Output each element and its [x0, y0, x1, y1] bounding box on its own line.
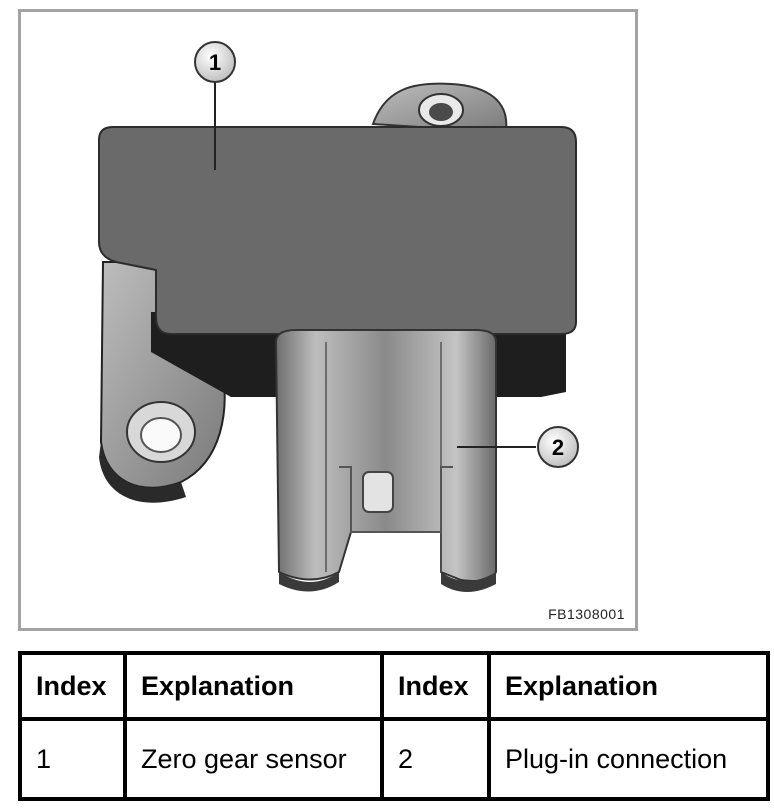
legend-table: Index Explanation Index Explanation 1 Ze… [18, 651, 770, 801]
figure-id: FB1308001 [548, 606, 625, 622]
plug-connector [274, 329, 497, 582]
table-row: 1 Zero gear sensor 2 Plug-in connection [18, 717, 770, 801]
callout-2: 2 [537, 426, 579, 468]
legend-header-row: Index Explanation Index Explanation [18, 651, 770, 721]
callout-1-number: 1 [209, 50, 221, 75]
sensor-housing [98, 126, 577, 335]
header-explanation: Explanation [487, 651, 770, 721]
header-index: Index [380, 651, 491, 721]
index-cell: 1 [18, 717, 127, 801]
index-cell: 2 [380, 717, 491, 801]
explanation-cell: Plug-in connection [487, 717, 770, 801]
explanation-cell: Zero gear sensor [123, 717, 384, 801]
header-index: Index [18, 651, 127, 721]
callout-1: 1 [194, 41, 236, 83]
plug-latch [362, 471, 394, 513]
sensor-drawing: 1 2 [98, 41, 579, 592]
sensor-illustration: 1 2 FB1308001 [18, 9, 638, 631]
callout-2-number: 2 [552, 435, 564, 460]
header-explanation: Explanation [123, 651, 384, 721]
